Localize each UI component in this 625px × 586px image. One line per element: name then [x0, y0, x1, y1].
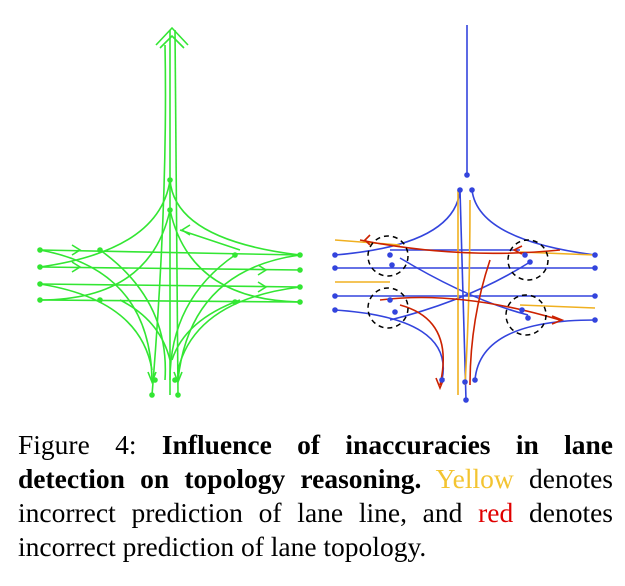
caption-title: Influence of inaccuracies in lane detect…: [18, 429, 613, 494]
highlight-circle-bottom-right: [505, 294, 547, 336]
ground-truth-nodes: [37, 177, 303, 398]
highlight-circle-bottom-left: [367, 287, 409, 329]
caption-mid-text: denotes incorrect prediction of lane lin…: [18, 463, 613, 528]
highlight-circle-top-left: [367, 235, 409, 277]
prediction-panel: [334, 25, 596, 401]
caption-label: Figure 4:: [18, 429, 137, 460]
caption-end-text: denotes incorrect prediction of lane top…: [18, 497, 614, 562]
error-highlight-circles: [367, 235, 549, 336]
prediction-nodes: [332, 172, 598, 403]
highlight-circle-top-right: [507, 239, 549, 281]
figure-4: [37, 25, 598, 403]
figure-caption: Figure 4: Influence of inaccuracies in l…: [18, 428, 613, 564]
caption-red-word: red: [478, 497, 514, 528]
caption-yellow-word: Yellow: [435, 463, 514, 494]
ground-truth-panel: [39, 26, 301, 396]
